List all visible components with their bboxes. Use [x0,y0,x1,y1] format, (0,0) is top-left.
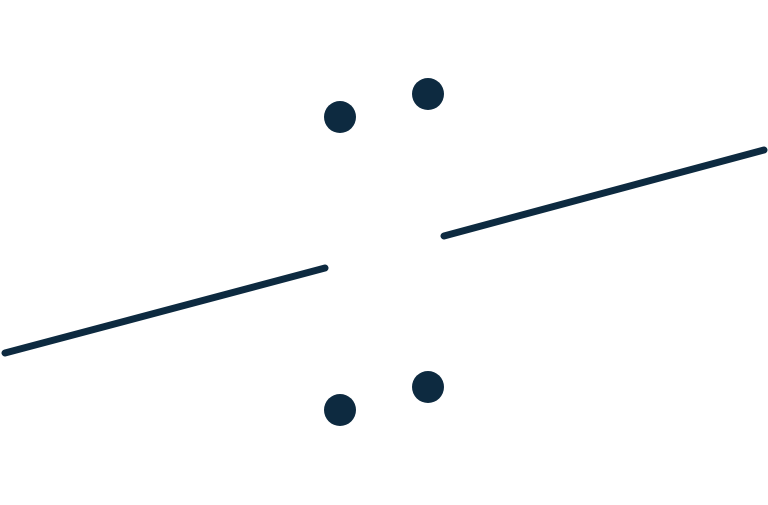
diagonal-line-left-segment [1,264,329,357]
dot-top-right [412,78,444,110]
dot-bottom-right [412,371,444,403]
dot-top-left [324,101,356,133]
diagonal-line-right-segment [440,146,768,240]
dot-bottom-left [324,394,356,426]
